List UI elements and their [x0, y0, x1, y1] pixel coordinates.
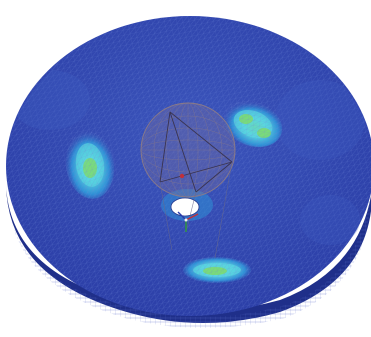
spherical-ball-mesh	[140, 102, 236, 198]
plate-surface	[6, 16, 371, 316]
stress-hotspot-left	[65, 131, 115, 199]
stress-hotspot-lower	[183, 257, 251, 283]
support-lines	[159, 161, 233, 259]
stress-hotspot-upper-right	[223, 100, 283, 148]
central-hole	[161, 189, 213, 221]
coordinate-triad	[177, 211, 199, 232]
